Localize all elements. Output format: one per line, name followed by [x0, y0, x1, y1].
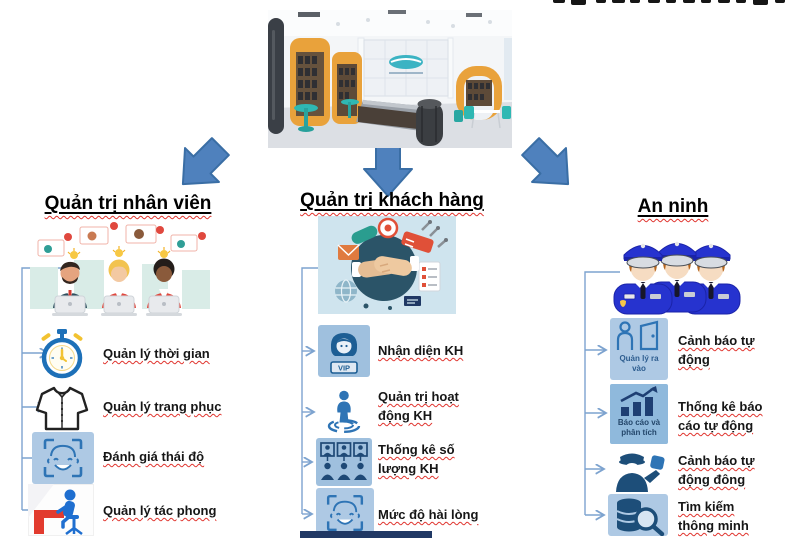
arrow-to-customer	[363, 142, 413, 197]
clipped-title-fragment	[701, 0, 711, 3]
clipped-title-fragment	[718, 0, 730, 3]
item-label: Tìm kiếm thông minh	[678, 499, 749, 533]
face-scan-icon	[316, 488, 374, 538]
item-label: Đánh giá thái độ	[103, 449, 205, 464]
report-chart-icon: Báo cáo và phân tích	[610, 384, 668, 444]
clipped-title-fragment	[666, 0, 676, 3]
column-title-employee: Quản trị nhân viên	[44, 193, 212, 214]
item-label: Mức độ hài lòng	[378, 507, 479, 522]
shirt-icon	[34, 384, 90, 432]
clipped-title-fragment	[648, 0, 660, 3]
security-officers-illustration	[612, 222, 744, 317]
clipped-title-fragment	[571, 0, 586, 5]
item-label: Quản lý thời gian	[103, 346, 210, 361]
officer-check-icon	[608, 448, 668, 492]
icon-caption: Báo cáo và phân tích	[617, 418, 661, 438]
clipped-title-fragment	[736, 0, 746, 3]
item-label: Thống kê số lượng KH	[378, 442, 455, 476]
store-interior-image	[268, 10, 512, 148]
person-desk-icon	[28, 484, 94, 536]
item-label: Nhận diện KH	[378, 343, 464, 358]
clipped-title-fragment	[553, 0, 565, 3]
column-title-customer: Quản trị khách hàng	[300, 190, 484, 211]
security-connector-trunk	[584, 271, 620, 515]
arrow-to-security	[521, 137, 570, 186]
clipped-title-fragment	[630, 0, 640, 3]
item-label: Quản lý tác phong	[103, 503, 217, 518]
icon-caption: Quản lý ra vào	[619, 354, 659, 374]
clipped-bottom-strip	[300, 531, 432, 538]
clipped-title-fragment	[612, 0, 625, 3]
team-video-call-illustration	[22, 222, 217, 322]
handshake-illustration	[318, 216, 456, 314]
stopwatch-icon	[34, 325, 90, 381]
clipped-title-fragment	[683, 0, 695, 3]
item-label: Quản lý trang phục	[103, 399, 222, 414]
vip-customer-icon: VIP	[318, 325, 370, 377]
item-label: Cảnh báo tự động	[678, 333, 755, 367]
customer-connector-trunk	[301, 267, 322, 514]
item-label: Thống kê báo cáo tự động	[678, 399, 763, 433]
item-label: Cảnh báo tự động đông	[678, 453, 755, 487]
face-scan-icon	[32, 432, 94, 484]
clipped-title-fragment	[753, 0, 768, 5]
person-ripple-icon	[320, 388, 368, 436]
vip-badge-text: VIP	[338, 364, 350, 373]
item-label: Quản trị hoạt động KH	[378, 389, 459, 423]
arrow-to-employee	[181, 137, 230, 186]
smart-search-icon	[608, 494, 668, 536]
clipped-title-fragment	[775, 0, 785, 3]
column-title-security: An ninh	[637, 196, 709, 217]
people-group-icon	[316, 438, 372, 486]
clipped-title-fragment	[596, 0, 606, 3]
door-access-icon: Quản lý ra vào	[610, 318, 668, 380]
